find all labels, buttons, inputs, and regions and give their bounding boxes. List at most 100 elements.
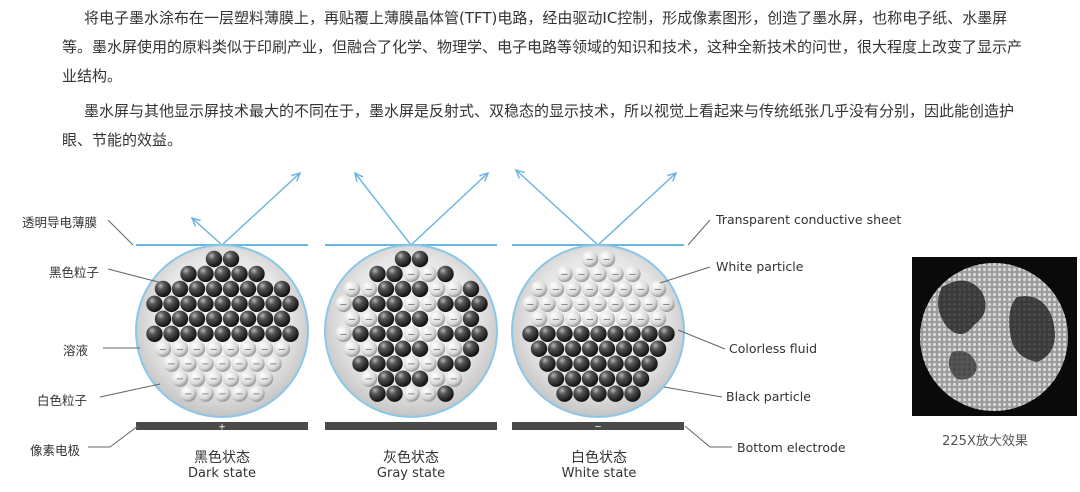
- black-particle: [386, 325, 403, 342]
- black-particle: [598, 370, 616, 387]
- black-particle: [564, 340, 582, 357]
- black-particle-shape: [641, 355, 658, 372]
- black-particle-shape: [231, 265, 248, 283]
- black-particle: [352, 325, 369, 342]
- particle-minus-sign: −: [577, 299, 585, 310]
- white-particle-shape: [607, 295, 624, 313]
- black-particle: [556, 385, 573, 402]
- white-particle-shape: [530, 310, 548, 328]
- white-particle: −: [632, 310, 650, 328]
- capsule-gray: −−−−−−−−−−−−−−−−−−−−−−−−−−−: [324, 244, 498, 418]
- black-particle-shape: [607, 325, 624, 342]
- white-particle-shape: [231, 385, 248, 402]
- particle-minus-sign: −: [348, 314, 356, 325]
- white-particle: −: [403, 385, 420, 402]
- white-particle: −: [428, 310, 446, 328]
- leader-line-9: [684, 425, 732, 448]
- white-particle-shape: [265, 355, 282, 372]
- black-particle-shape: [273, 280, 291, 298]
- white-particle-shape: [624, 295, 641, 313]
- state-gray: 灰色状态 Gray state: [341, 450, 481, 482]
- black-particle-shape: [171, 310, 189, 328]
- white-particle-shape: [598, 310, 616, 328]
- white-particle: −: [188, 370, 206, 387]
- black-particle: [462, 340, 480, 357]
- particle-minus-sign: −: [552, 314, 560, 325]
- black-particle-shape: [547, 370, 565, 387]
- black-particle-shape: [248, 265, 265, 283]
- black-particle: [214, 265, 231, 283]
- leader-line-0: [107, 219, 134, 246]
- particle-minus-sign: −: [637, 314, 645, 325]
- particle-minus-sign: −: [227, 374, 235, 385]
- white-particle: −: [564, 310, 582, 328]
- white-particle: −: [205, 370, 223, 387]
- black-particle-shape: [205, 280, 223, 298]
- black-particle-shape: [564, 340, 582, 357]
- black-particle-shape: [615, 370, 633, 387]
- particle-minus-sign: −: [193, 344, 201, 355]
- black-particle: [265, 295, 282, 313]
- white-particle-shape: [590, 295, 607, 313]
- black-particle-shape: [163, 295, 180, 313]
- particle-minus-sign: −: [424, 299, 432, 310]
- electrode-bar: [512, 422, 684, 430]
- white-particle: −: [445, 310, 463, 328]
- black-particle: [369, 325, 386, 342]
- particle-minus-sign: −: [586, 314, 594, 325]
- black-particle-shape: [265, 325, 282, 342]
- white-particle: −: [632, 280, 650, 298]
- black-particle: [547, 370, 565, 387]
- black-particle: [146, 295, 163, 313]
- black-particle-shape: [222, 310, 240, 328]
- white-particle: −: [343, 340, 361, 357]
- light-ray-arrowhead: [514, 168, 525, 179]
- leader-line-8: [663, 386, 723, 398]
- white-particle: −: [539, 295, 556, 313]
- black-particle: [369, 265, 386, 283]
- particle-minus-sign: −: [569, 314, 577, 325]
- white-particle: −: [248, 355, 265, 372]
- particle-minus-sign: −: [535, 284, 543, 295]
- black-particle: [624, 355, 641, 372]
- black-particle-shape: [256, 310, 274, 328]
- black-particle: [197, 325, 214, 342]
- particle-minus-sign: −: [407, 299, 415, 310]
- black-particle: [641, 355, 658, 372]
- leader-line-3: [99, 383, 161, 398]
- white-particle-shape: [641, 295, 658, 313]
- particle-minus-sign: −: [184, 389, 192, 400]
- black-particle-shape: [624, 355, 641, 372]
- white-particle-shape: [197, 385, 214, 402]
- white-particle-shape: [171, 340, 189, 357]
- black-particle: [556, 355, 573, 372]
- white-particle-shape: [360, 280, 378, 298]
- white-particle-shape: [335, 295, 352, 313]
- black-particle-shape: [222, 280, 240, 298]
- white-particle-shape: [445, 310, 463, 328]
- white-particle: −: [420, 295, 437, 313]
- white-particle-shape: [445, 280, 463, 298]
- white-particle-shape: [403, 325, 420, 342]
- black-particle-shape: [222, 250, 240, 268]
- white-particle-shape: [428, 340, 446, 357]
- black-particle-shape: [377, 280, 395, 298]
- white-particle-shape: [248, 385, 265, 402]
- black-particle: [197, 265, 214, 283]
- capsule-dark: −−−−−−−−−−−−−−−−−−−−−−−−−−: [135, 244, 309, 418]
- black-particle-shape: [641, 325, 658, 342]
- particle-minus-sign: −: [569, 284, 577, 295]
- black-particle: [454, 355, 471, 372]
- black-particle-shape: [377, 370, 395, 387]
- black-particle: [556, 325, 573, 342]
- black-particle-shape: [394, 250, 412, 268]
- particle-minus-sign: −: [645, 299, 653, 310]
- micrograph-caption: 225X放大效果: [942, 434, 1028, 449]
- black-particle: [188, 310, 206, 328]
- particle-minus-sign: −: [424, 359, 432, 370]
- black-particle-shape: [590, 385, 607, 402]
- particle-minus-sign: −: [201, 359, 209, 370]
- particle-minus-sign: −: [210, 374, 218, 385]
- white-particle: −: [248, 385, 265, 402]
- pixel-electrodes: +−: [136, 422, 684, 433]
